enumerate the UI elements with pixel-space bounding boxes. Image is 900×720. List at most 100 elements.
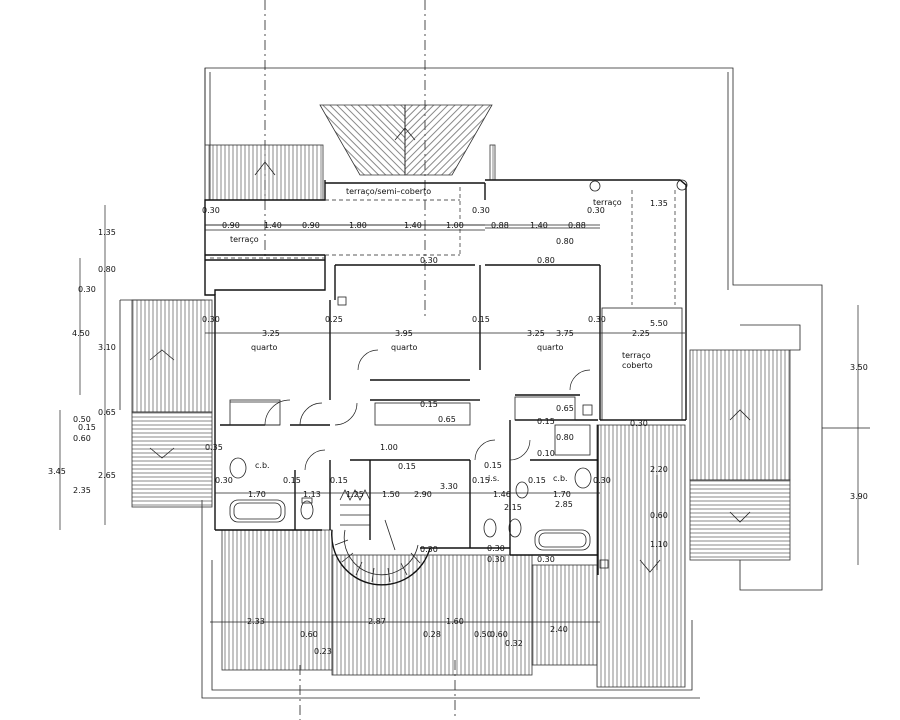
- dim-label: 2.15: [504, 503, 522, 512]
- dim-label: 0.30: [487, 544, 505, 553]
- room-is: i.s.: [488, 474, 499, 483]
- dim-label: 0.50: [474, 630, 492, 639]
- dim-label: 0.65: [98, 408, 116, 417]
- dim-label: 0.30: [78, 285, 96, 294]
- dim-label: 0.28: [423, 630, 441, 639]
- doors: [264, 349, 591, 471]
- dim-label: 0.15: [78, 423, 96, 432]
- dim-label: 2.35: [73, 486, 91, 495]
- room-quarto-1: quarto: [251, 343, 277, 352]
- dim-label: 1.35: [650, 199, 668, 208]
- dim-label: 0.10: [537, 449, 555, 458]
- dim-label: 0.60: [73, 434, 91, 443]
- dim-label: 0.88: [491, 221, 509, 230]
- dim-label: 1.13: [303, 490, 321, 499]
- dim-label: 0.90: [222, 221, 240, 230]
- dim-label: 0.30: [215, 476, 233, 485]
- dim-label: 0.15: [528, 476, 546, 485]
- dim-label: 0.50: [73, 415, 91, 424]
- dim-label: 0.30: [630, 419, 648, 428]
- room-cb-left: c.b.: [255, 461, 270, 470]
- dim-label: 5.50: [650, 319, 668, 328]
- dim-label: 2.40: [550, 625, 568, 634]
- dim-label: 4.50: [72, 329, 90, 338]
- dim-label: 0.15: [472, 315, 490, 324]
- dim-label: 0.80: [556, 433, 574, 442]
- dim-label: 0.65: [556, 404, 574, 413]
- dim-label: 0.90: [302, 221, 320, 230]
- dim-label: 0.80: [556, 237, 574, 246]
- dim-label: 1.46: [493, 490, 511, 499]
- dim-label: 0.15: [537, 417, 555, 426]
- room-labels: terraço/semi–coberto terraço terraço qua…: [230, 187, 653, 483]
- dim-label: 0.80: [98, 265, 116, 274]
- room-quarto-2: quarto: [391, 343, 417, 352]
- dim-label: 3.10: [98, 343, 116, 352]
- dim-label: 1.10: [650, 540, 668, 549]
- dim-label: 1.50: [382, 490, 400, 499]
- dim-label: 3.45: [48, 467, 66, 476]
- dim-label: 3.25: [262, 329, 280, 338]
- dim-label: 0.30: [420, 545, 438, 554]
- dim-label: 0.15: [420, 400, 438, 409]
- dim-label: 0.15: [330, 476, 348, 485]
- windows: [205, 179, 688, 426]
- dim-label: 0.15: [472, 476, 490, 485]
- room-terraco-semi: terraço/semi–coberto: [346, 187, 431, 196]
- dim-label: 3.50: [850, 363, 868, 372]
- dim-label: 0.60: [300, 630, 318, 639]
- dim-label: 1.40: [264, 221, 282, 230]
- dim-label: 3.75: [556, 329, 574, 338]
- room-quarto-3: quarto: [537, 343, 563, 352]
- dim-label: 0.25: [325, 315, 343, 324]
- dim-label: 2.33: [247, 617, 265, 626]
- dim-label: 2.20: [650, 465, 668, 474]
- dim-label: 0.30: [472, 206, 490, 215]
- dim-label: 0.15: [283, 476, 301, 485]
- dim-label: 2.90: [414, 490, 432, 499]
- dim-label: 0.30: [487, 555, 505, 564]
- dim-label: 0.30: [202, 206, 220, 215]
- dim-label: 1.00: [380, 443, 398, 452]
- dim-label: 1.40: [404, 221, 422, 230]
- dim-label: 0.15: [484, 461, 502, 470]
- room-terraco-coberto-1: terraço: [622, 351, 651, 360]
- dim-label: 2.85: [555, 500, 573, 509]
- dim-label: 0.30: [420, 256, 438, 265]
- dim-label: 1.70: [553, 490, 571, 499]
- dim-label: 3.25: [527, 329, 545, 338]
- dim-label: 0.30: [593, 476, 611, 485]
- dim-label: 0.15: [398, 462, 416, 471]
- sanitary-fixtures: [229, 424, 592, 551]
- dim-label: 0.32: [505, 639, 523, 648]
- dim-label: 0.30: [587, 206, 605, 215]
- dim-label: 2.87: [368, 617, 386, 626]
- dim-label: 0.23: [314, 647, 332, 656]
- dim-label: 0.30: [588, 315, 606, 324]
- room-cb-right: c.b.: [553, 474, 568, 483]
- dim-label: 1.80: [349, 221, 367, 230]
- dim-label: 0.30: [537, 555, 555, 564]
- spiral-stair: [331, 489, 431, 586]
- dim-label: 3.30: [440, 482, 458, 491]
- room-terraco-left: terraço: [230, 235, 259, 244]
- dim-label: 2.65: [98, 471, 116, 480]
- dim-label: 2.25: [632, 329, 650, 338]
- roof-hatches: [131, 104, 791, 688]
- dim-label: 1.60: [446, 617, 464, 626]
- room-terraco-right: terraço: [593, 198, 622, 207]
- room-terraco-coberto-2: coberto: [622, 361, 653, 370]
- dim-label: 0.60: [490, 630, 508, 639]
- dim-label: 1.35: [98, 228, 116, 237]
- dim-label: 1.00: [446, 221, 464, 230]
- dim-label: 3.95: [395, 329, 413, 338]
- dim-label: 0.60: [650, 511, 668, 520]
- dimension-labels: 0.30 0.90 1.40 0.90 1.80 1.40 1.00 0.30 …: [48, 199, 868, 656]
- dim-label: 0.30: [202, 315, 220, 324]
- dim-label: 0.88: [568, 221, 586, 230]
- dim-label: 0.65: [438, 415, 456, 424]
- walls: [204, 179, 687, 575]
- dim-label: 1.70: [248, 490, 266, 499]
- dim-label: 1.25: [346, 490, 364, 499]
